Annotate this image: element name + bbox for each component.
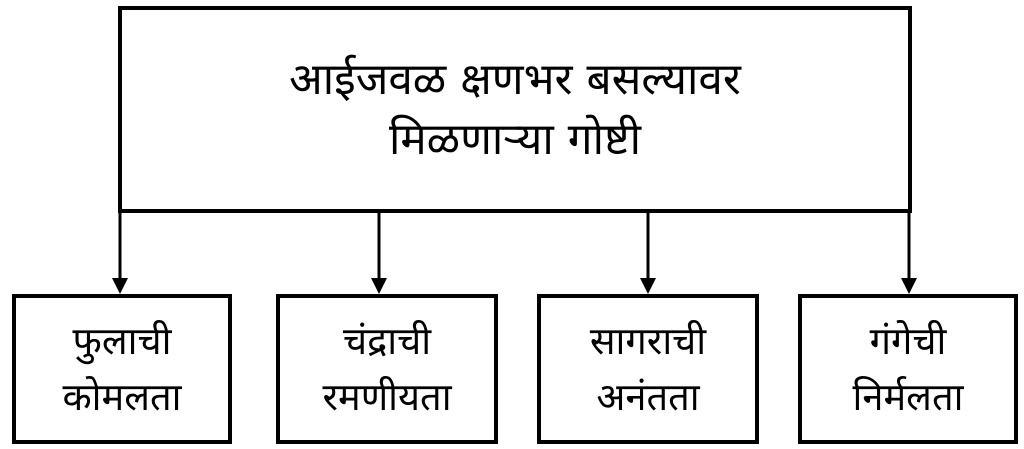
arrow-1-head [112, 278, 128, 294]
child-box-3: सागराची अनंतता [537, 294, 759, 444]
root-title-line-2: मिळणाऱ्या गोष्टी [388, 113, 642, 165]
child-1-line-1: फुलाची [72, 319, 172, 363]
root-title-line-1: आईजवळ क्षणभर बसल्यावर [289, 53, 741, 105]
child-3-line-1: सागराची [589, 319, 707, 363]
child-box-1: फुलाची कोमलता [12, 294, 232, 444]
child-1-line-2: कोमलता [62, 375, 182, 419]
arrow-4-head [901, 278, 917, 294]
child-box-2: चंद्राची रमणीयता [276, 294, 498, 444]
arrow-2-head [371, 278, 387, 294]
root-box: आईजवळ क्षणभर बसल्यावर मिळणाऱ्या गोष्टी [118, 6, 912, 213]
arrow-3-head [640, 278, 656, 294]
child-box-4: गंगेची निर्मलता [798, 294, 1018, 444]
child-4-line-1: गंगेची [869, 319, 947, 363]
child-2-line-1: चंद्राची [342, 319, 432, 363]
child-4-line-2: निर्मलता [852, 375, 964, 419]
child-3-line-2: अनंतता [596, 375, 700, 419]
child-2-line-2: रमणीयता [322, 375, 452, 419]
